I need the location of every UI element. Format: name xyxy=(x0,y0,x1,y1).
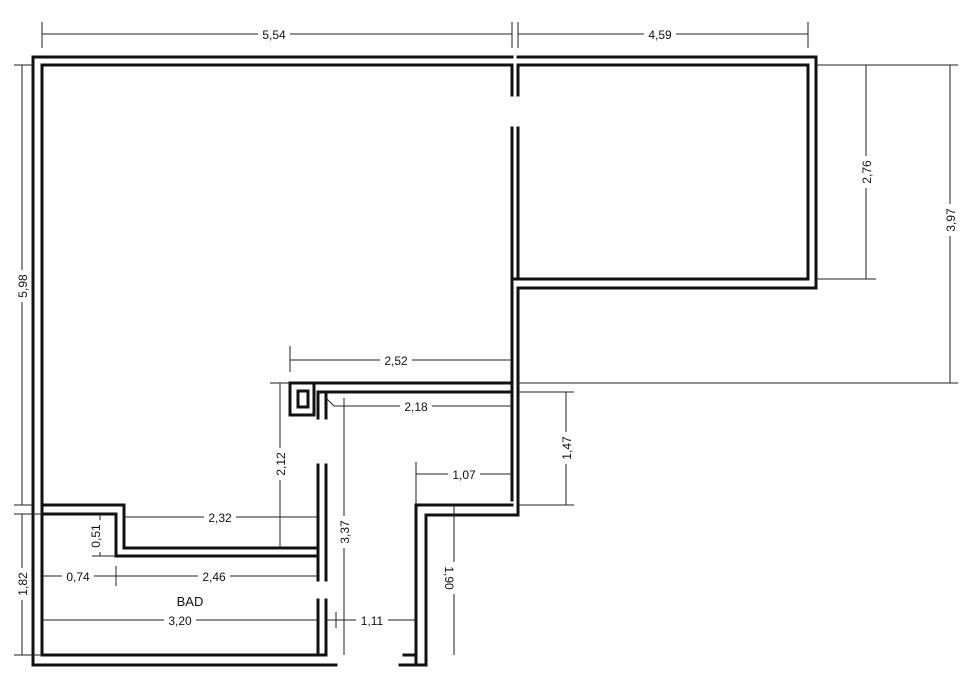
dimension-labels: 5,54 4,59 5,98 2,76 3,97 2,52 2,18 1,47 … xyxy=(14,27,958,628)
label-lower-step-height: 1,90 xyxy=(442,566,456,590)
label-bath-width: 3,20 xyxy=(168,614,192,628)
label-bath-top-width: 2,32 xyxy=(208,511,232,525)
label-top-right-width: 4,59 xyxy=(648,28,672,42)
label-step-width: 1,07 xyxy=(452,468,476,482)
label-corridor-height: 3,37 xyxy=(338,520,352,544)
label-right-total-height: 3,97 xyxy=(944,208,958,232)
dim-hall-inner-tick-a xyxy=(325,397,335,407)
label-bath-notch-width: 0,74 xyxy=(66,570,90,584)
label-hall-inner-width: 2,18 xyxy=(404,400,428,414)
label-bath-lower-width: 2,46 xyxy=(202,570,226,584)
label-hall-upper-width: 2,52 xyxy=(384,354,408,368)
column-block-inner xyxy=(296,389,310,409)
label-hall-right-height: 1,47 xyxy=(560,436,574,460)
label-right-room-height: 2,76 xyxy=(860,160,874,184)
label-hall-left-height: 2,12 xyxy=(274,452,288,476)
label-left-height: 5,98 xyxy=(16,274,30,298)
label-bath-height: 1,82 xyxy=(16,572,30,596)
walls xyxy=(31,55,818,667)
label-bath-room: BAD xyxy=(177,594,204,609)
column-block xyxy=(288,381,316,417)
label-bath-notch-height: 0,51 xyxy=(89,524,103,548)
label-top-left-width: 5,54 xyxy=(262,28,286,42)
label-lower-corridor-width: 1,11 xyxy=(361,614,384,628)
